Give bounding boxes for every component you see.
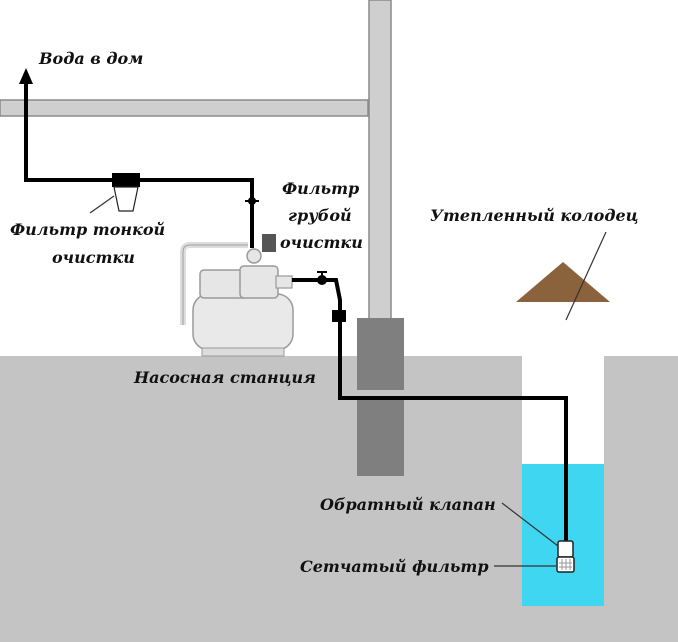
water-flow-arrow-icon xyxy=(19,68,33,84)
pressure-gauge xyxy=(246,248,262,264)
mesh-filter xyxy=(556,556,575,573)
label-fine-filter-1: Фильтр тонкой xyxy=(10,220,165,239)
pump-station xyxy=(180,234,294,357)
label-check-valve: Обратный клапан xyxy=(320,495,496,514)
coarse-filter xyxy=(332,310,346,322)
pump-tank xyxy=(192,293,294,351)
label-water-to-house: Вода в дом xyxy=(38,49,143,68)
leader-fine-filter xyxy=(89,195,115,214)
pump-bypass-pipe-outline xyxy=(182,244,248,325)
label-coarse-filter-3: очистки xyxy=(280,233,363,252)
well-roof xyxy=(516,262,610,302)
insulated-well xyxy=(516,262,610,606)
floor-beam xyxy=(0,99,369,117)
fine-filter-flask xyxy=(113,186,139,212)
label-insulated-well: Утепленный колодец xyxy=(430,206,638,225)
pump-intake-pipe xyxy=(292,278,568,548)
pump-outlet-valve xyxy=(245,193,259,209)
label-fine-filter-2: очистки xyxy=(52,248,135,267)
pump-feet xyxy=(201,347,285,357)
check-valve xyxy=(557,540,574,558)
pressure-switch xyxy=(262,234,276,252)
leader-check-valve xyxy=(501,502,559,547)
foundation-pillar-lower xyxy=(357,398,404,476)
pump-inlet-valve xyxy=(317,271,327,285)
label-coarse-filter-2: грубой xyxy=(288,206,352,225)
label-mesh-filter: Сетчатый фильтр xyxy=(300,557,489,576)
foundation-pillar-upper xyxy=(357,318,404,390)
label-coarse-filter-1: Фильтр xyxy=(282,179,359,198)
fine-filter-head xyxy=(112,173,140,187)
label-pump-station: Насосная станция xyxy=(133,368,316,387)
pump-head xyxy=(239,265,279,299)
leader-well xyxy=(565,231,607,321)
well-water xyxy=(522,464,604,606)
fine-filter xyxy=(112,173,140,212)
pump-intake xyxy=(275,275,293,289)
leader-lines xyxy=(89,195,607,567)
house-wall xyxy=(368,0,392,321)
